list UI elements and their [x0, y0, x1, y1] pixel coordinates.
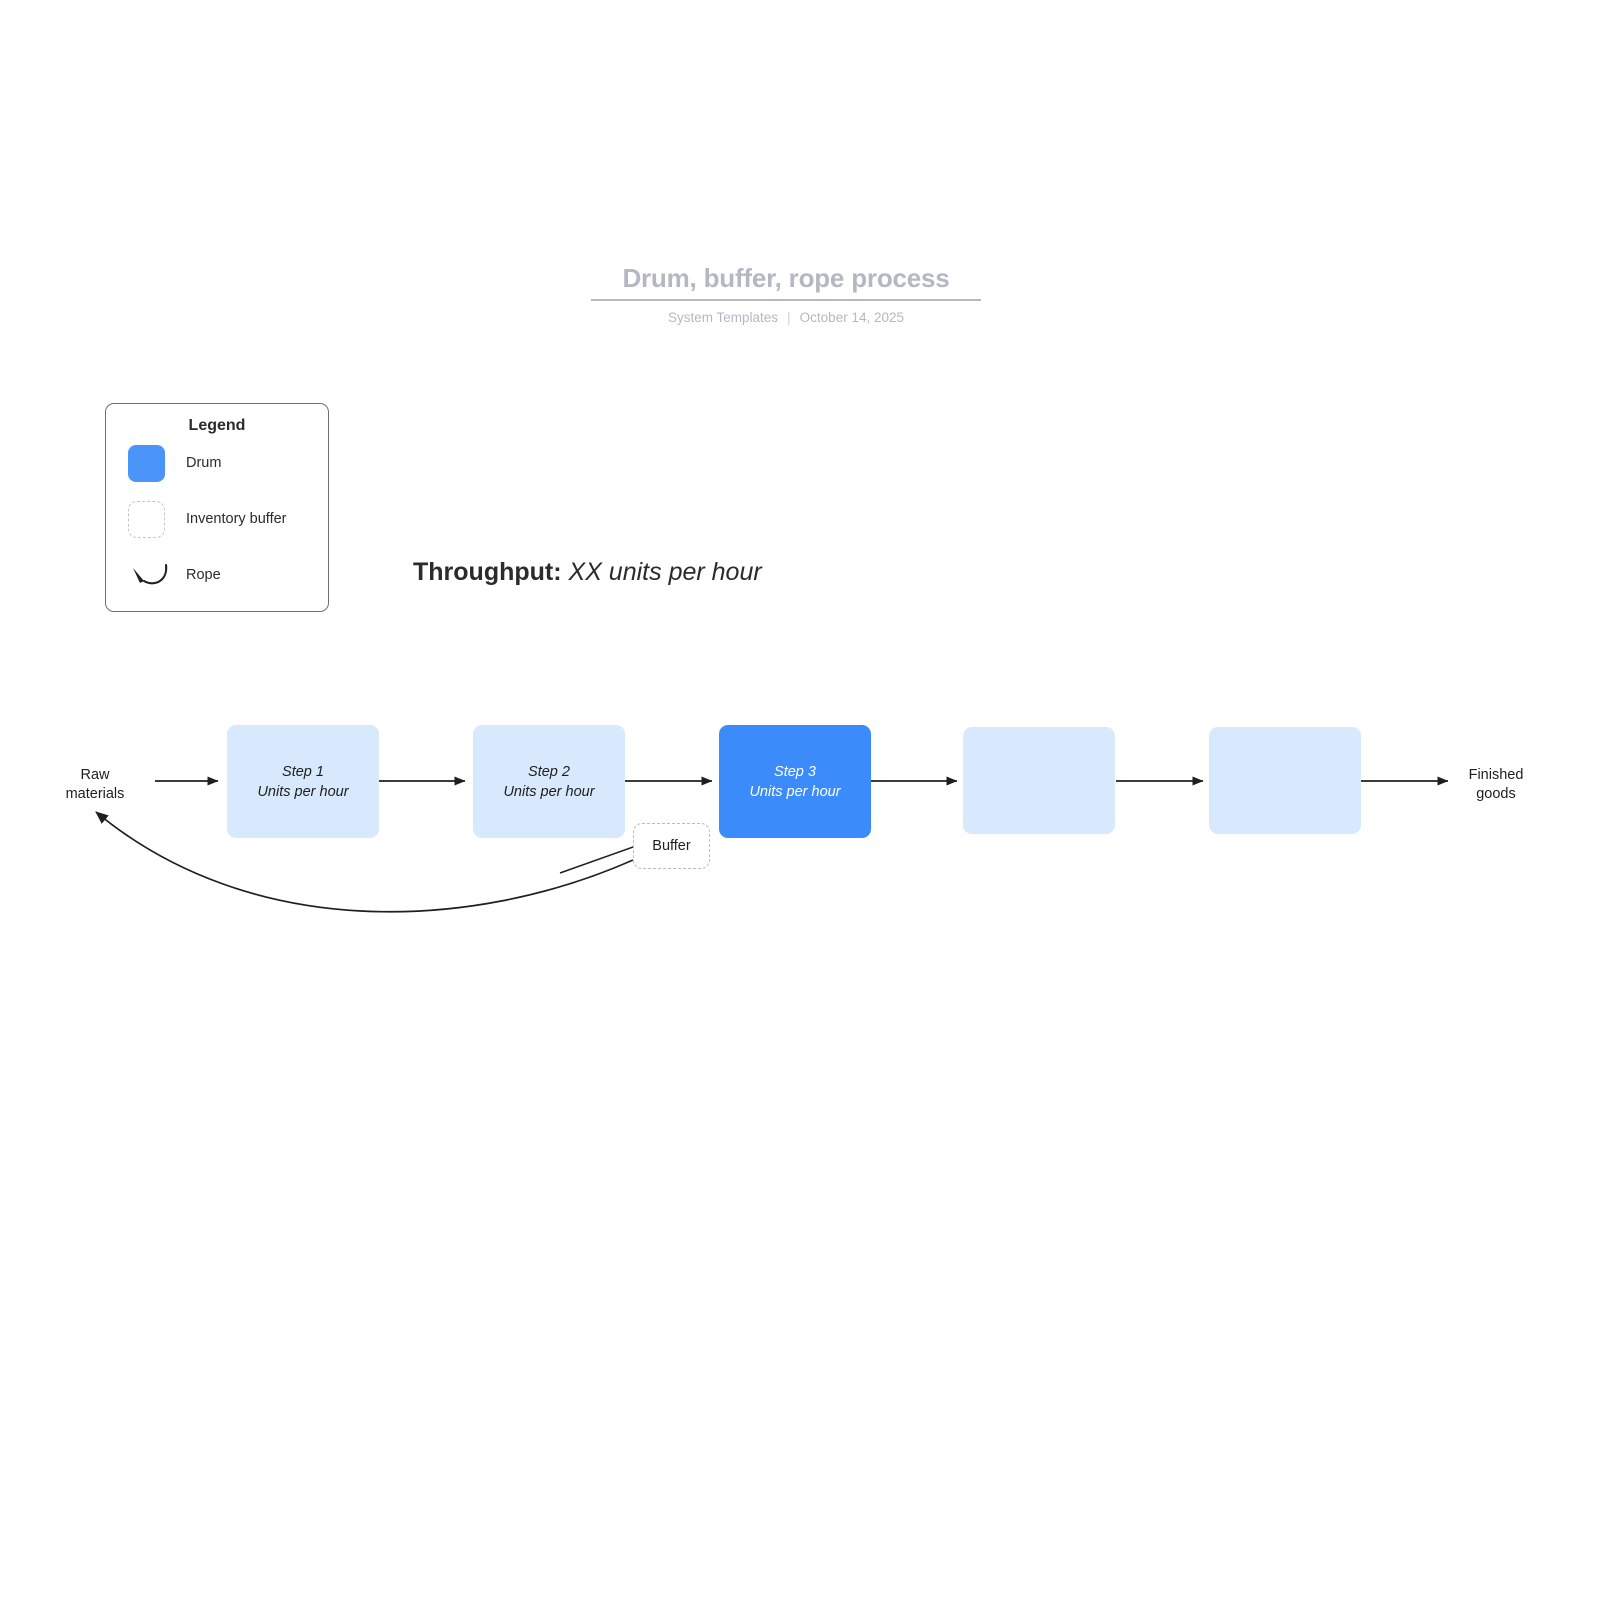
process-step-2[interactable]: Step 2 Units per hour [473, 725, 625, 838]
legend-title: Legend [188, 417, 246, 434]
legend-swatch-drum-wrap [128, 444, 186, 482]
legend-item-inventory-buffer: Inventory buffer [106, 491, 328, 547]
process-step-4[interactable] [963, 727, 1115, 834]
buffer-label: Buffer [652, 838, 691, 854]
inventory-buffer-box[interactable]: Buffer [633, 823, 710, 869]
buffer-leader-line [559, 845, 637, 874]
throughput-value: XX units per hour [568, 558, 762, 586]
process-step-1[interactable]: Step 1 Units per hour [227, 725, 379, 838]
raw-materials-line1: Raw [80, 767, 110, 783]
legend-label-inventory-buffer: Inventory buffer [186, 511, 287, 527]
finished-goods-label: Finished goods [1456, 766, 1536, 804]
process-step-5[interactable] [1209, 727, 1361, 834]
finished-goods-line2: goods [1476, 786, 1516, 802]
throughput-label: Throughput: [413, 558, 562, 586]
title-divider [591, 299, 981, 301]
step-1-text: Step 1 Units per hour [257, 762, 348, 802]
raw-materials-line2: materials [65, 786, 125, 802]
step-1-line1: Step 1 [282, 763, 324, 780]
legend-label-rope: Rope [186, 567, 221, 583]
raw-materials-label: Raw materials [58, 766, 132, 804]
step-3-text: Step 3 Units per hour [749, 762, 840, 802]
step-2-line2: Units per hour [503, 783, 595, 800]
subtitle-separator: | [787, 309, 791, 325]
dashed-square-icon [128, 500, 165, 538]
legend-item-rope: Rope [106, 547, 328, 603]
author-label: System Templates [667, 309, 779, 325]
throughput-statement: Throughput: XX units per hour [413, 558, 762, 587]
finished-goods-line1: Finished [1468, 767, 1524, 783]
step-3-line2: Units per hour [749, 783, 841, 800]
step-2-line1: Step 2 [528, 763, 570, 780]
curved-arrow-icon [133, 563, 168, 585]
legend-swatch-buffer-wrap [128, 500, 186, 538]
page-title: Drum, buffer, rope process [622, 263, 950, 293]
document-subtitle: System Templates | October 14, 2025 [591, 309, 981, 325]
step-2-text: Step 2 Units per hour [503, 762, 594, 802]
legend-swatch-rope-wrap [128, 561, 186, 589]
document-header: Drum, buffer, rope process System Templa… [591, 262, 981, 325]
legend-label-drum: Drum [186, 455, 222, 471]
step-1-line2: Units per hour [257, 783, 349, 800]
step-3-line1: Step 3 [774, 763, 816, 780]
filled-square-icon [128, 444, 165, 482]
date-label: October 14, 2025 [799, 309, 904, 325]
process-step-3-drum[interactable]: Step 3 Units per hour [719, 725, 871, 838]
legend-item-drum: Drum [106, 435, 328, 491]
legend-panel: Legend Drum Inventory buffer Rope [105, 403, 329, 612]
